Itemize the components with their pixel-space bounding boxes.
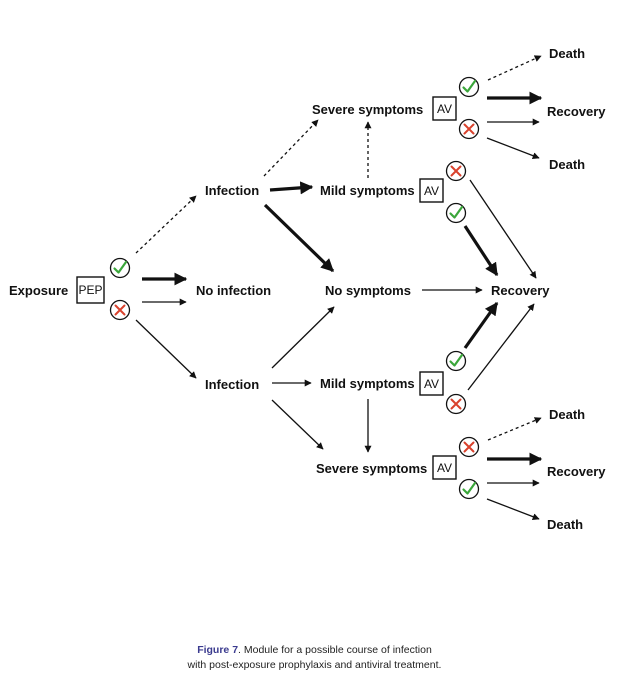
check-icon xyxy=(458,478,480,500)
cross-icon xyxy=(445,160,467,182)
node-infection-bottom: Infection xyxy=(205,377,259,392)
edge-infection-to-mild-top xyxy=(269,181,314,195)
node-mild-symptoms-bottom: Mild symptoms xyxy=(320,376,415,391)
cross-icon xyxy=(445,393,467,415)
node-recovery-3: Recovery xyxy=(547,464,606,479)
cross-icon xyxy=(458,118,480,140)
av-box-mild-top xyxy=(419,178,444,203)
edge-mild-bottom-check-to-recovery xyxy=(463,301,499,349)
av-box-severe-top xyxy=(432,96,457,121)
node-recovery-1: Recovery xyxy=(547,104,606,119)
edges xyxy=(135,55,543,521)
node-death-3: Death xyxy=(549,407,585,422)
av-label-mild-top: AV xyxy=(424,184,439,198)
cross-icon xyxy=(458,436,480,458)
node-labels: Exposure No infection Infection Infectio… xyxy=(9,46,606,532)
outcome-icons xyxy=(109,76,480,500)
caption-line-2: with post-exposure prophylaxis and antiv… xyxy=(187,659,442,671)
edge-mild-top-check-to-recovery xyxy=(463,225,499,277)
edge-sev-top-cross-to-death xyxy=(486,137,540,160)
av-label-severe-bottom: AV xyxy=(437,461,452,475)
node-severe-symptoms-top: Severe symptoms xyxy=(312,102,423,117)
edge-mild-bottom-cross-to-recovery xyxy=(467,303,535,391)
caption-line-1: . Module for a possible course of infect… xyxy=(238,644,432,656)
node-infection-top: Infection xyxy=(205,183,259,198)
figure-label: Figure 7 xyxy=(197,644,239,656)
edge-sev-bottom-cross-to-death xyxy=(487,417,542,441)
edge-infection-to-no-symptoms-bottom xyxy=(271,306,335,369)
check-icon xyxy=(445,350,467,372)
pep-box xyxy=(76,276,105,304)
node-recovery-center: Recovery xyxy=(491,283,550,298)
av-box-severe-bottom xyxy=(432,455,457,480)
cross-icon xyxy=(109,299,131,321)
edge-infection-to-severe-bottom xyxy=(271,399,324,450)
edge-infection-to-no-symptoms xyxy=(263,203,335,273)
check-icon xyxy=(445,202,467,224)
check-icon xyxy=(109,257,131,279)
av-box-mild-bottom xyxy=(419,371,444,396)
node-death-1: Death xyxy=(549,46,585,61)
edge-infection-to-severe-top xyxy=(263,119,319,177)
check-icon xyxy=(458,76,480,98)
av-label-mild-bottom: AV xyxy=(424,377,439,391)
edge-sev-bottom-check-to-death xyxy=(486,498,540,521)
node-exposure: Exposure xyxy=(9,283,68,298)
edge-cross-to-infection xyxy=(135,319,197,379)
node-mild-symptoms-top: Mild symptoms xyxy=(320,183,415,198)
treatment-boxes: PEP AV AV AV AV xyxy=(76,96,457,480)
node-no-infection: No infection xyxy=(196,283,271,298)
node-severe-symptoms-bottom: Severe symptoms xyxy=(316,461,427,476)
edge-mild-top-cross-to-recovery xyxy=(469,179,537,279)
figure-caption: Figure 7. Module for a possible course o… xyxy=(0,643,629,673)
edge-check-to-infection xyxy=(135,195,197,254)
pep-label: PEP xyxy=(78,283,102,297)
edge-sev-top-check-to-death xyxy=(487,55,542,81)
av-label-severe-top: AV xyxy=(437,102,452,116)
node-no-symptoms: No symptoms xyxy=(325,283,411,298)
node-death-4: Death xyxy=(547,517,583,532)
node-death-2: Death xyxy=(549,157,585,172)
